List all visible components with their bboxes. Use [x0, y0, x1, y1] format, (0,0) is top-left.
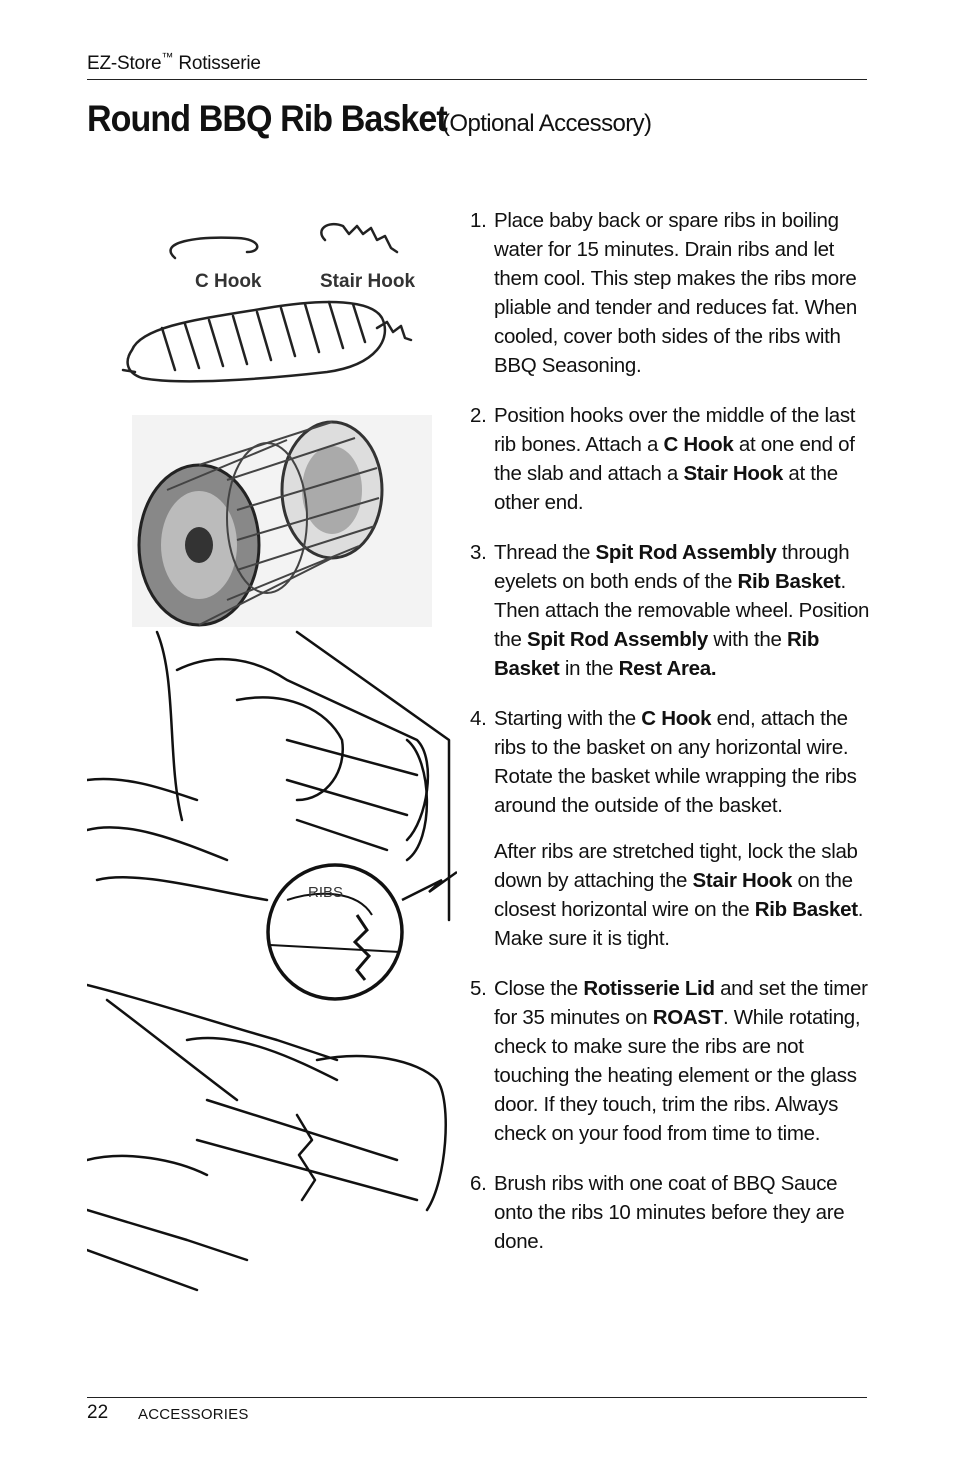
step-text: After ribs are stretched tight, lock the… — [494, 840, 858, 892]
section-name: ACCESSORIES — [138, 1406, 249, 1423]
ribs-magnifier-icon — [266, 863, 457, 1001]
trademark-symbol: ™ — [161, 50, 174, 64]
step-text: Position hooks over the middle of the la… — [494, 404, 856, 456]
bold-term: Stair Hook — [683, 462, 783, 485]
step-3: 3. Thread the Spit Rod Assembly through e… — [470, 538, 870, 683]
step-text: Brush ribs with one coat of BBQ Sauce on… — [494, 1172, 845, 1253]
page-title: Round BBQ Rib Basket (Optional Accessory… — [87, 98, 652, 140]
bold-term: Spit Rod Assembly — [595, 541, 777, 564]
step-note: After ribs are stretched tight, lock the… — [470, 837, 870, 953]
step-number: 4. — [470, 707, 487, 730]
c-hook-label: C Hook — [195, 271, 262, 292]
title-subtitle: (Optional Accessory) — [442, 110, 652, 137]
ribs-slab-icon — [121, 300, 413, 383]
wrapping-ribs-illustration — [87, 630, 451, 1292]
ribs-label: RIBS — [308, 884, 343, 901]
step-text: at one end of the slab and attach a — [494, 433, 855, 485]
step-text: on the closest horizontal wire on the — [494, 869, 853, 921]
step-text: Starting with the — [494, 707, 642, 730]
stair-hook-label: Stair Hook — [320, 271, 415, 292]
step-text: Close the — [494, 977, 584, 1000]
running-header: EZ-Store™ Rotisserie — [87, 50, 261, 75]
page-number: 22 — [87, 1402, 109, 1423]
header-rule — [87, 79, 867, 80]
step-text: . While rotating, check to make sure the… — [494, 1006, 861, 1145]
step-text: . Make sure it is tight. — [494, 898, 864, 950]
bold-term: Rib Basket — [737, 570, 841, 593]
title-main: Round BBQ Rib Basket — [87, 98, 448, 139]
step-text: and set the timer for 35 minutes on — [494, 977, 868, 1029]
bold-term: Rest Area. — [618, 657, 717, 680]
footer-rule — [87, 1397, 867, 1398]
rib-basket-icon — [132, 415, 432, 627]
step-text: end, attach the ribs to the basket on an… — [494, 707, 857, 817]
step-number: 2. — [470, 404, 487, 427]
step-number: 5. — [470, 977, 487, 1000]
step-5: 5. Close the Rotisserie Lid and set the t… — [470, 974, 870, 1148]
bold-term: C Hook — [641, 707, 712, 730]
step-text: . Then attach the removable wheel. Posit… — [494, 570, 870, 651]
rib-basket-illustrations: C Hook Stair Hook — [87, 223, 457, 1292]
bold-term: Stair Hook — [692, 869, 793, 892]
bold-term: C Hook — [663, 433, 734, 456]
product-suffix: Rotisserie — [173, 53, 261, 74]
step-number: 6. — [470, 1172, 487, 1195]
bold-term: Rib Basket — [494, 628, 820, 680]
step-number: 1. — [470, 209, 487, 232]
step-text: at the other end. — [494, 462, 838, 514]
step-4: 4. Starting with the C Hook end, attach t… — [470, 704, 870, 820]
bold-term: Rib Basket — [754, 898, 858, 921]
step-1: 1. Place baby back or spare ribs in boili… — [470, 206, 870, 380]
bold-term: Spit Rod Assembly — [527, 628, 708, 651]
step-text: Thread the — [494, 541, 596, 564]
product-name: EZ-Store — [87, 53, 162, 74]
bold-term: ROAST — [652, 1006, 724, 1029]
step-text: Place baby back or spare ribs in boiling… — [494, 209, 857, 377]
step-text: through eyelets on both ends of the — [494, 541, 850, 593]
instruction-list: 1. Place baby back or spare ribs in boili… — [470, 206, 870, 1277]
step-number: 3. — [470, 541, 487, 564]
c-hook-icon — [169, 236, 259, 260]
stair-hook-icon — [320, 223, 399, 254]
step-text: in the — [559, 657, 619, 680]
bold-term: Rotisserie Lid — [583, 977, 715, 1000]
step-6: 6. Brush ribs with one coat of BBQ Sauce … — [470, 1169, 870, 1256]
step-2: 2. Position hooks over the middle of the … — [470, 401, 870, 517]
step-text: with the — [707, 628, 787, 651]
